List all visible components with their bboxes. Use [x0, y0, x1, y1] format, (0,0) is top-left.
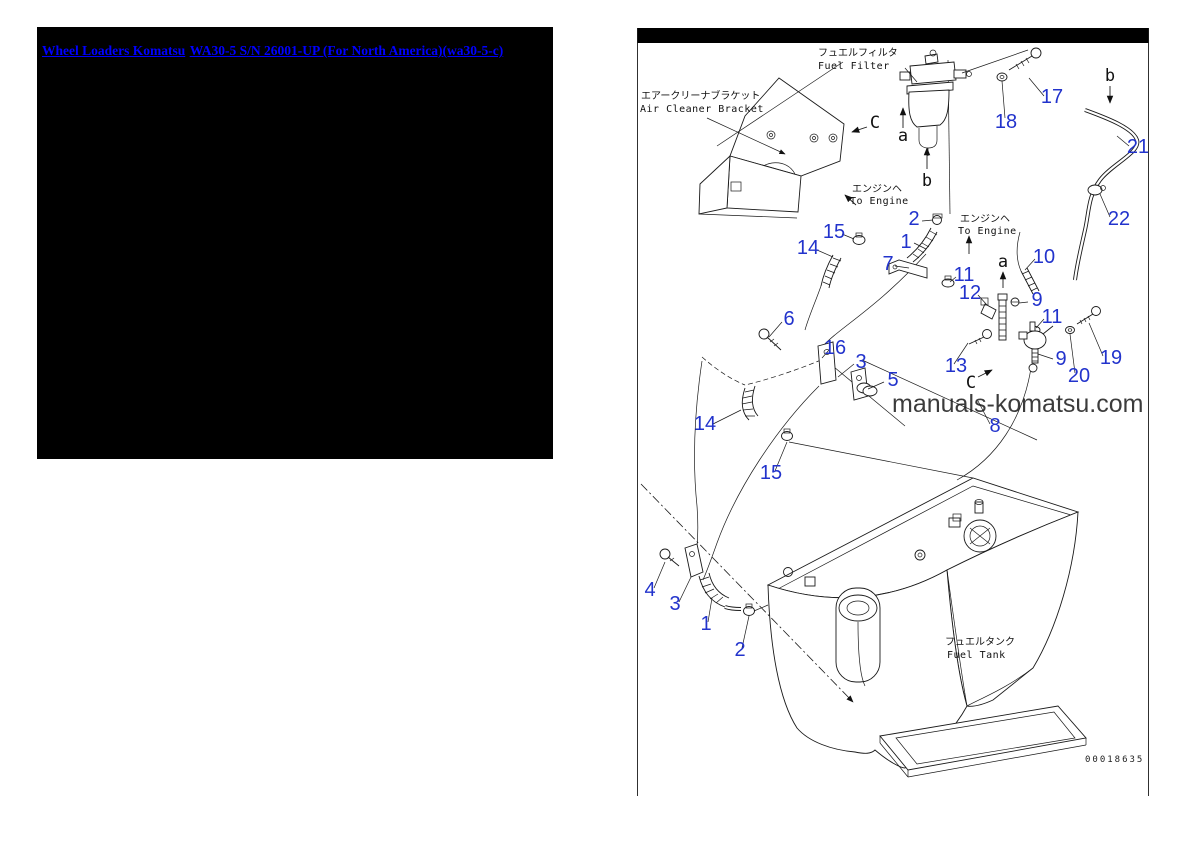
callout-3: 3: [855, 351, 866, 373]
callout-13: 13: [945, 355, 967, 377]
view-letter-b: b: [922, 171, 932, 191]
air-cleaner-bracket-label-en: Air Cleaner Bracket: [640, 104, 764, 115]
callout-22: 22: [1108, 208, 1130, 230]
diagram-top-bar: [637, 28, 1149, 43]
callout-21: 21: [1127, 136, 1149, 158]
callout-2: 2: [908, 208, 919, 230]
callout-1: 1: [700, 613, 711, 635]
callout-8: 8: [989, 415, 1000, 437]
watermark-text: manuals-komatsu.com: [892, 390, 1143, 418]
callout-5: 5: [887, 369, 898, 391]
callout-14: 14: [797, 237, 819, 259]
to-engine-1-label-en: To Engine: [850, 196, 909, 207]
callout-15: 15: [823, 221, 845, 243]
callout-9: 9: [1031, 289, 1042, 311]
fuel-tank-label-en: Fuel Tank: [947, 650, 1006, 661]
fuel-tank-drawing: [640, 477, 1087, 778]
callout-11: 11: [954, 264, 975, 286]
callout-11: 11: [1042, 306, 1063, 328]
small-parts-drawings: [659, 47, 1140, 616]
callout-7: 7: [882, 253, 893, 275]
to-engine-2-label-jp: エンジンヘ: [960, 214, 1010, 225]
view-letter-a: a: [998, 252, 1008, 272]
view-letter-a: a: [898, 126, 908, 146]
parts-diagram-svg: フュエルフィルタ Fuel Filter エアークリーナブラケット Air Cl…: [637, 28, 1149, 796]
breadcrumb-link-model[interactable]: WA30-5 S/N 26001-UP (For North America)(…: [189, 43, 504, 58]
fuel-tank-label-jp: フュエルタンク: [945, 636, 1015, 648]
air-cleaner-bracket-label-jp: エアークリーナブラケット: [641, 89, 760, 102]
to-engine-1-label-jp: エンジンヘ: [852, 184, 902, 195]
callout-15: 15: [760, 462, 782, 484]
to-engine-2-label-en: To Engine: [958, 226, 1017, 237]
parts-diagram: フュエルフィルタ Fuel Filter エアークリーナブラケット Air Cl…: [637, 28, 1149, 796]
callout-2: 2: [734, 639, 745, 661]
callout-9: 9: [1055, 348, 1066, 370]
view-letter-C: C: [870, 113, 880, 133]
callout-4: 4: [644, 579, 655, 601]
drawing-number: 00018635: [1085, 755, 1144, 765]
callout-19: 19: [1100, 347, 1122, 369]
fuel-filter-label-en: Fuel Filter: [818, 61, 890, 72]
callout-16: 16: [824, 337, 846, 359]
air-cleaner-bracket-drawing: [698, 77, 845, 219]
callout-20: 20: [1068, 365, 1090, 387]
view-letter-C: C: [966, 373, 976, 393]
callout-14: 14: [694, 413, 716, 435]
callout-17: 17: [1041, 86, 1063, 108]
callout-3: 3: [669, 593, 680, 615]
view-letter-b: b: [1105, 66, 1115, 86]
callout-10: 10: [1033, 246, 1055, 268]
callout-1: 1: [900, 231, 911, 253]
breadcrumb-link-category[interactable]: Wheel Loaders Komatsu: [42, 43, 186, 58]
fuel-filter-label-jp: フュエルフィルタ: [818, 47, 898, 59]
view-arrows: [706, 86, 1114, 378]
fuel-filter-drawing: [716, 49, 1029, 215]
callout-6: 6: [783, 308, 794, 330]
breadcrumb-panel: Wheel Loaders Komatsu WA30-5 S/N 26001-U…: [37, 27, 553, 459]
callout-numbers: 1718212221715141112109111920961635138141…: [644, 86, 1149, 661]
callout-18: 18: [995, 111, 1017, 133]
callout-12: 12: [959, 282, 981, 304]
leader-lines: [653, 77, 1130, 649]
